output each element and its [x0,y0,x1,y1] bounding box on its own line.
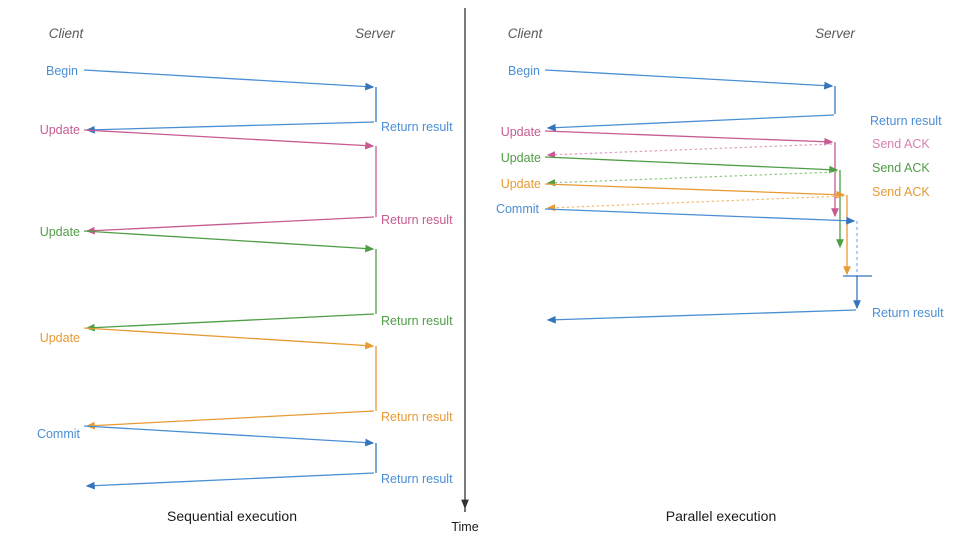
message-arrow-update-2 [544,156,839,174]
left-label-return-1: Return result [381,120,453,134]
time-axis-label: Time [451,520,478,534]
left-label-return-4: Return result [381,410,453,424]
right-panel: Client Server [496,26,944,524]
right-label-begin: Begin [508,64,540,78]
left-label-return-2: Return result [381,213,453,227]
left-actor-client: Client [49,26,85,41]
message-arrow-return-5 [85,472,375,490]
right-messages [544,69,857,324]
left-actor-server: Server [355,26,395,41]
message-arrow-update-1 [83,129,375,150]
right-label-commit: Commit [496,202,540,216]
message-arrow-return-1 [85,121,375,134]
right-label-update-3: Update [501,177,541,191]
message-arrow-update-3 [544,183,846,199]
right-label-update-1: Update [501,125,541,139]
message-arrow-ack-1 [546,143,833,159]
message-arrow-update-1 [544,130,834,146]
right-panel-caption: Parallel execution [666,508,777,524]
right-label-ack-1: Send ACK [872,137,930,151]
message-arrow-update-2 [83,230,375,253]
message-arrow-return-3 [85,313,375,332]
message-arrow-commit [544,208,856,225]
left-messages [83,69,375,490]
message-arrow-begin [83,69,375,91]
message-arrow-update-3 [83,327,375,350]
right-actor-client: Client [508,26,544,41]
left-label-return-5: Return result [381,472,453,486]
message-arrow-ack-3 [546,195,845,212]
right-actor-server: Server [815,26,855,41]
message-arrow-begin [544,69,834,90]
right-activation-bars [831,86,872,310]
right-label-update-2: Update [501,151,541,165]
left-label-update-2: Update [40,225,80,239]
message-arrow-return-2 [546,309,857,324]
left-panel: Client Server [37,26,453,524]
left-panel-caption: Sequential execution [167,508,297,524]
left-label-begin: Begin [46,64,78,78]
left-label-update-3: Update [40,331,80,345]
message-arrow-return-4 [85,410,375,430]
right-label-return-1: Return result [870,114,942,128]
left-label-commit: Commit [37,427,81,441]
right-label-ack-3: Send ACK [872,185,930,199]
message-arrow-return-1 [546,114,835,132]
left-label-return-3: Return result [381,314,453,328]
message-arrow-commit [83,425,375,447]
left-label-update-1: Update [40,123,80,137]
right-label-ack-2: Send ACK [872,161,930,175]
message-arrow-ack-2 [546,171,838,187]
message-arrow-return-2 [85,216,375,235]
right-label-return-2: Return result [872,306,944,320]
